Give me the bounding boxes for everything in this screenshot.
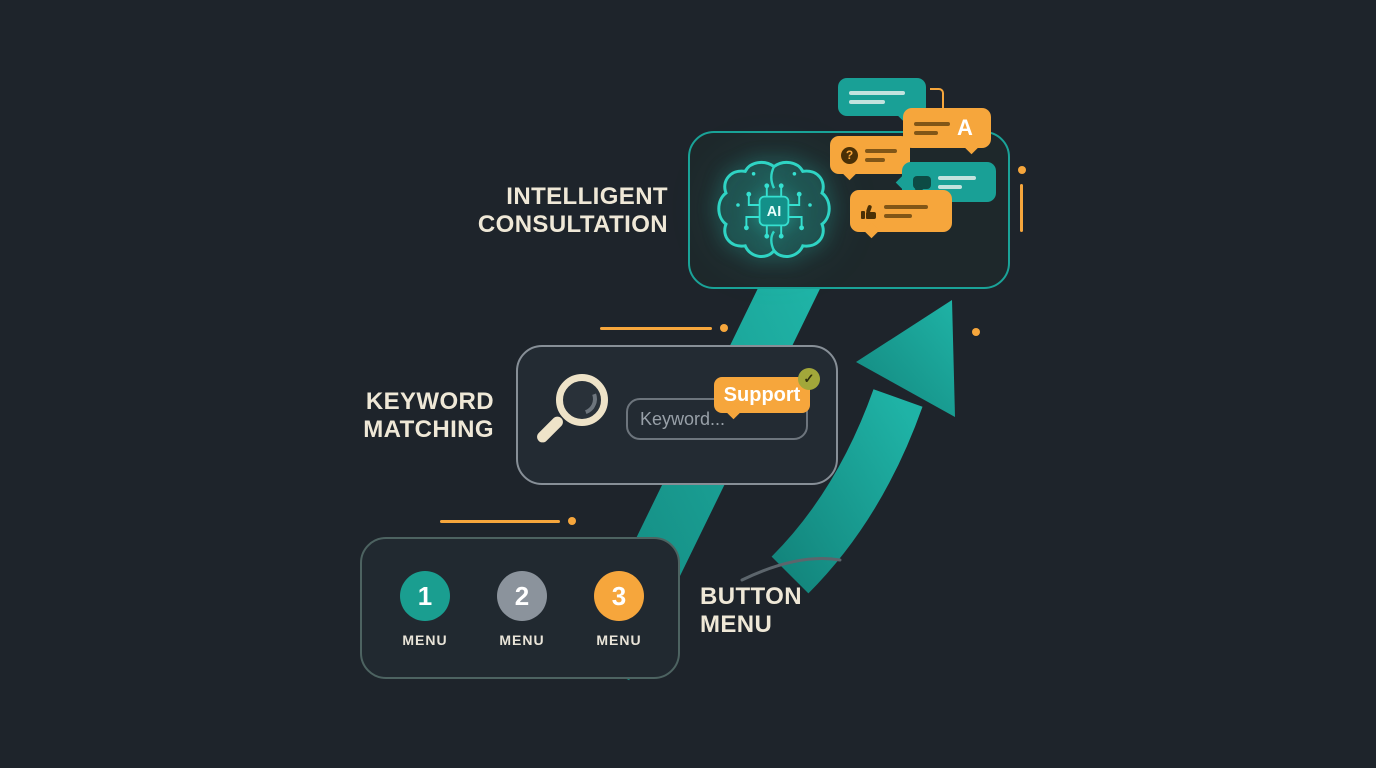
chat-bubble-question: ? xyxy=(830,136,910,181)
menu-button-1-number: 1 xyxy=(417,580,433,611)
chat-bubble-letter: A xyxy=(903,108,991,155)
accent-dot-buttonmenu xyxy=(568,517,576,525)
accent-bracket xyxy=(930,88,944,114)
speech-balloon-icon xyxy=(913,175,931,189)
keyword-label: KEYWORD MATCHING xyxy=(294,388,494,444)
consultation-label-line2: CONSULTATION xyxy=(477,211,668,238)
menu-button-2-label: MENU xyxy=(499,632,545,648)
keyword-label-line1: KEYWORD xyxy=(365,388,494,415)
consultation-label-line1: INTELLIGENT xyxy=(506,183,668,210)
menu-button-2-circle: 2 xyxy=(497,571,547,621)
consultation-label: INTELLIGENT CONSULTATION xyxy=(468,183,668,239)
bubble-letter-a: A xyxy=(957,115,973,140)
keyword-input-placeholder: Keyword... xyxy=(640,408,726,429)
thumbs-up-icon xyxy=(861,204,877,219)
question-mark-icon: ? xyxy=(841,146,858,164)
accent-dash-topcard xyxy=(1020,184,1023,232)
accent-dot-arrow xyxy=(972,328,980,336)
menu-button-3-label: MENU xyxy=(596,632,642,648)
menu-button-2-number: 2 xyxy=(514,580,530,611)
accent-dot-keyword xyxy=(720,324,728,332)
accent-dash-buttonmenu xyxy=(440,520,560,523)
accent-dash-keyword xyxy=(600,327,712,330)
brain-circuit-traces xyxy=(745,185,803,237)
button-menu-label-line2: MENU xyxy=(700,611,773,638)
support-tag: Support xyxy=(714,377,810,420)
menu-button-3-number: 3 xyxy=(611,580,627,611)
menu-button-1-label: MENU xyxy=(402,632,448,648)
menu-button-1-circle: 1 xyxy=(400,571,450,621)
menu-button-1: 1 MENU xyxy=(390,571,460,648)
arrow-head xyxy=(856,300,955,417)
menu-button-2: 2 MENU xyxy=(487,571,557,648)
chat-bubble-1-textlines xyxy=(849,90,905,104)
button-menu-card: 1 MENU 2 MENU 3 MENU xyxy=(360,537,680,679)
arrow-body xyxy=(771,389,923,594)
ai-brain-icon: AI xyxy=(717,160,831,258)
check-icon: ✓ xyxy=(803,371,815,386)
magnifier-icon xyxy=(556,374,608,426)
support-tag-label: Support xyxy=(723,383,801,406)
ai-chip xyxy=(758,195,790,227)
menu-button-3: 3 MENU xyxy=(584,571,654,648)
keyword-label-line2: MATCHING xyxy=(363,416,494,443)
button-menu-label: BUTTON MENU xyxy=(700,583,870,639)
brain-circuit-dots xyxy=(736,172,812,239)
chat-bubble-thumbsup xyxy=(850,190,952,239)
arrow-underline-swoosh xyxy=(740,557,842,582)
support-check-badge: ✓ xyxy=(798,368,820,390)
button-menu-label-line1: BUTTON xyxy=(700,583,802,610)
menu-button-3-circle: 3 xyxy=(594,571,644,621)
ai-chip-label: AI xyxy=(767,204,781,220)
accent-dot-topcard xyxy=(1018,166,1026,174)
